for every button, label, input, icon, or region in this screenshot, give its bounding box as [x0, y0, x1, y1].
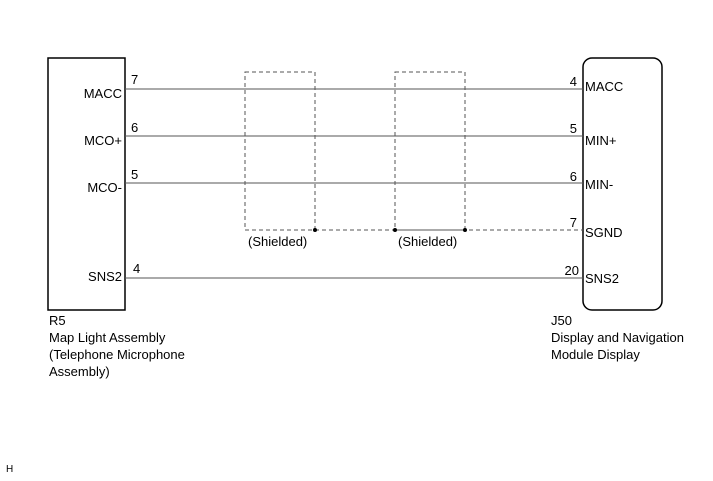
right-component-name-line: Display and Navigation [551, 330, 684, 345]
right-pin-number: 20 [565, 263, 579, 278]
left-component-name-line: (Telephone Microphone [49, 347, 185, 362]
left-component-code: R5 [49, 313, 66, 328]
right-pin-label: MIN+ [585, 133, 616, 148]
right-pin-number: 6 [570, 169, 577, 184]
left-pin-label: MCO- [87, 180, 122, 195]
splice-dot [313, 228, 317, 232]
right-pin-number: 4 [570, 74, 577, 89]
page-code: H [6, 464, 14, 475]
right-pin-number: 5 [570, 121, 577, 136]
right-pin-label: SNS2 [585, 271, 619, 286]
left-pin-number: 6 [131, 120, 138, 135]
splice-dot [393, 228, 397, 232]
splice-dot [463, 228, 467, 232]
left-component-name-line: Assembly) [49, 364, 110, 379]
shield-label: (Shielded) [248, 234, 307, 249]
right-component-code: J50 [551, 313, 572, 328]
right-component-caption: J50 Display and Navigation Module Displa… [551, 312, 684, 363]
right-pin-label: SGND [585, 225, 623, 240]
shield-box-1 [244, 71, 316, 231]
right-pin-number: 7 [570, 215, 577, 230]
left-component-box [47, 57, 126, 311]
left-pin-label: MACC [84, 86, 122, 101]
left-pin-number: 7 [131, 72, 138, 87]
left-component-caption: R5 Map Light Assembly (Telephone Microph… [49, 312, 185, 380]
right-pin-label: MIN- [585, 177, 613, 192]
shield-label: (Shielded) [398, 234, 457, 249]
shield-box-2 [394, 71, 466, 231]
left-pin-number: 4 [133, 261, 140, 276]
left-pin-label: SNS2 [88, 269, 122, 284]
right-pin-label: MACC [585, 79, 623, 94]
left-pin-label: MCO+ [84, 133, 122, 148]
left-pin-number: 5 [131, 167, 138, 182]
left-component-name-line: Map Light Assembly [49, 330, 166, 345]
right-component-box [582, 57, 663, 311]
right-component-name-line: Module Display [551, 347, 640, 362]
